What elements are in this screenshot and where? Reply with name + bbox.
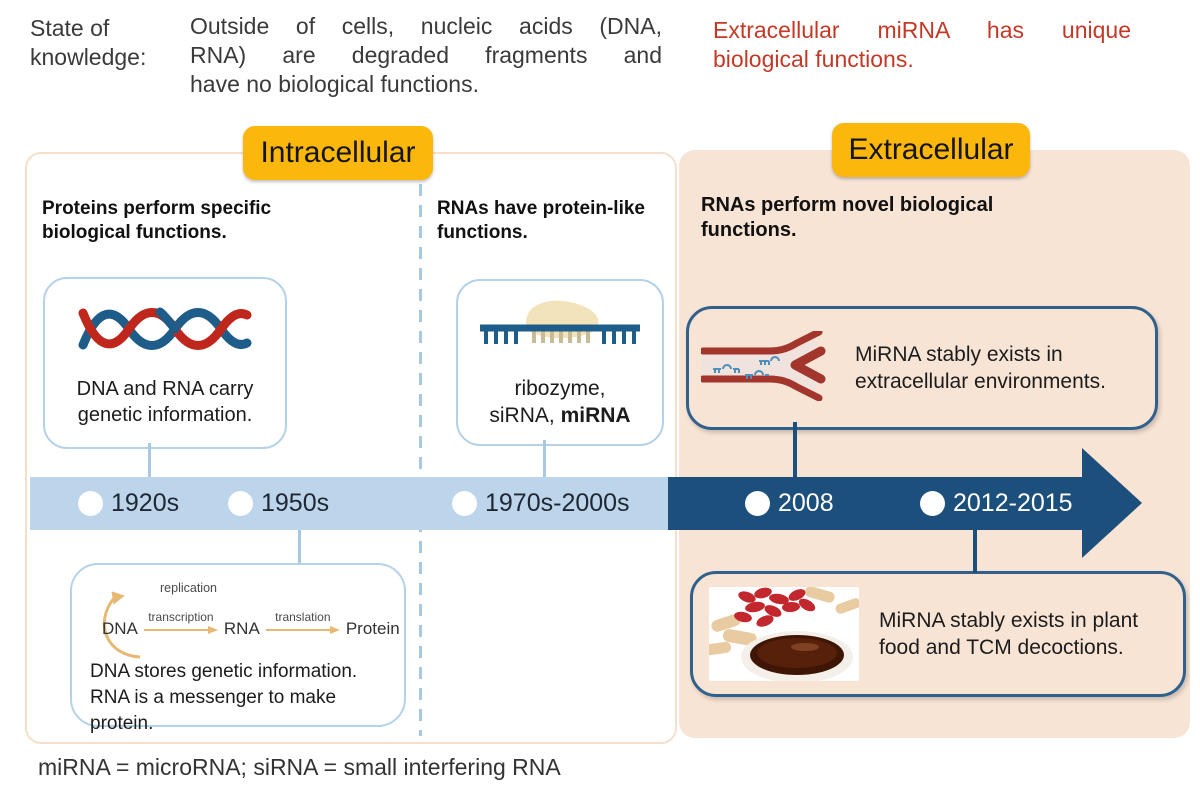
replication-label: replication (160, 581, 217, 595)
era-label: 2012-2015 (953, 489, 1073, 517)
tcm-decoction-photo (709, 587, 859, 681)
dna-helix-icon (77, 299, 253, 362)
ribozyme-line2-bold: miRNA (560, 404, 631, 427)
timeline-dot (78, 491, 103, 516)
old-knowledge-line: have no biological functions. (190, 71, 479, 97)
translation-arrow-icon (265, 625, 340, 634)
translation-label: translation (275, 609, 331, 624)
dogma-caption-line2: RNA is a messenger to make protein. (90, 687, 337, 734)
dna-card-text: DNA and RNA carry genetic information. (76, 377, 254, 426)
rna-functions-heading: RNAs have protein-like functions. (437, 198, 645, 243)
era-label: 2008 (778, 489, 834, 517)
dogma-dna: DNA (102, 619, 138, 638)
dogma-caption: DNA stores genetic information. RNA is a… (90, 659, 395, 737)
timeline-bar-intracellular (30, 477, 675, 530)
mirna-plantfood-text: MiRNA stably exists in plant food and TC… (879, 609, 1139, 659)
blood-vessel-icon (699, 328, 833, 406)
central-dogma-card: replication DNA transcription RNA transl… (70, 563, 406, 734)
replication-arc-icon (88, 585, 168, 668)
connector-vesselcard-to-timeline (793, 422, 797, 477)
transcription-arrow-icon (143, 625, 218, 634)
timeline-dot (452, 491, 477, 516)
connector-ribozyme-to-timeline (543, 440, 546, 477)
transcription-label: transcription (148, 609, 214, 624)
intracellular-badge: Intracellular (243, 126, 433, 180)
timeline-era-2012-2015: 2012-2015 (920, 477, 1073, 530)
dogma-caption-line1: DNA stores genetic information. (90, 661, 358, 682)
timeline-era-1950s: 1950s (228, 477, 329, 530)
timeline-bar-extracellular (668, 477, 1082, 530)
mirna-extracellular-text: MiRNA stably exists in extracellular env… (855, 343, 1106, 393)
timeline-dot (228, 491, 253, 516)
translation-arrow: translation (265, 609, 340, 635)
old-knowledge-line: RNA) are degraded fragments and (190, 42, 662, 68)
old-knowledge-text: Outside of cells, nucleic acids (DNA, RN… (190, 12, 662, 99)
timeline-dot (745, 491, 770, 516)
old-knowledge-line: Outside of cells, nucleic acids (DNA, (190, 13, 662, 39)
connector-dna-to-timeline (148, 443, 151, 477)
state-label-line: knowledge: (30, 44, 147, 70)
proteins-heading: Proteins perform specific biological fun… (42, 198, 272, 243)
timeline-era-1920s: 1920s (78, 477, 179, 530)
central-dogma-row: DNA transcription RNA translation Protei… (102, 605, 400, 639)
ribozyme-line2: siRNA, (489, 404, 561, 427)
new-knowledge-text: Extracellular miRNA has unique biologica… (713, 16, 1131, 74)
timeline-arrowhead (1082, 448, 1142, 558)
footnote-abbreviations: miRNA = microRNA; siRNA = small interfer… (38, 754, 561, 780)
ribozyme-line1: ribozyme, (514, 377, 606, 400)
extracellular-badge: Extracellular (832, 123, 1030, 177)
new-knowledge-line: biological functions. (713, 46, 914, 72)
timeline-era-1970s-2000s: 1970s-2000s (452, 477, 630, 530)
dogma-protein: Protein (345, 619, 400, 638)
extracellular-heading: RNAs perform novel biological functions. (701, 194, 994, 241)
dashed-divider (419, 184, 422, 736)
timeline-era-2008: 2008 (745, 477, 834, 530)
era-label: 1920s (111, 489, 180, 517)
state-label-line: State of (30, 15, 110, 41)
state-of-knowledge-label: State of knowledge: (30, 14, 180, 72)
dna-rna-card: DNA and RNA carry genetic information. (43, 277, 287, 449)
transcription-arrow: transcription (143, 609, 218, 635)
era-label: 1970s-2000s (485, 489, 630, 517)
ribozyme-card: ribozyme, siRNA, miRNA (456, 279, 664, 446)
connector-timeline-to-teacard (973, 530, 977, 573)
new-knowledge-line: Extracellular miRNA has unique (713, 17, 1131, 43)
dogma-rna: RNA (223, 619, 260, 638)
mirna-extracellular-card: MiRNA stably exists in extracellular env… (686, 306, 1158, 430)
connector-timeline-to-dogma (298, 530, 301, 565)
ribozyme-card-text: ribozyme, siRNA, miRNA (489, 375, 630, 429)
rna-protein-comb-icon (476, 296, 644, 359)
timeline-dot (920, 491, 945, 516)
mirna-plantfood-card: MiRNA stably exists in plant food and TC… (690, 571, 1186, 697)
era-label: 1950s (261, 489, 330, 517)
